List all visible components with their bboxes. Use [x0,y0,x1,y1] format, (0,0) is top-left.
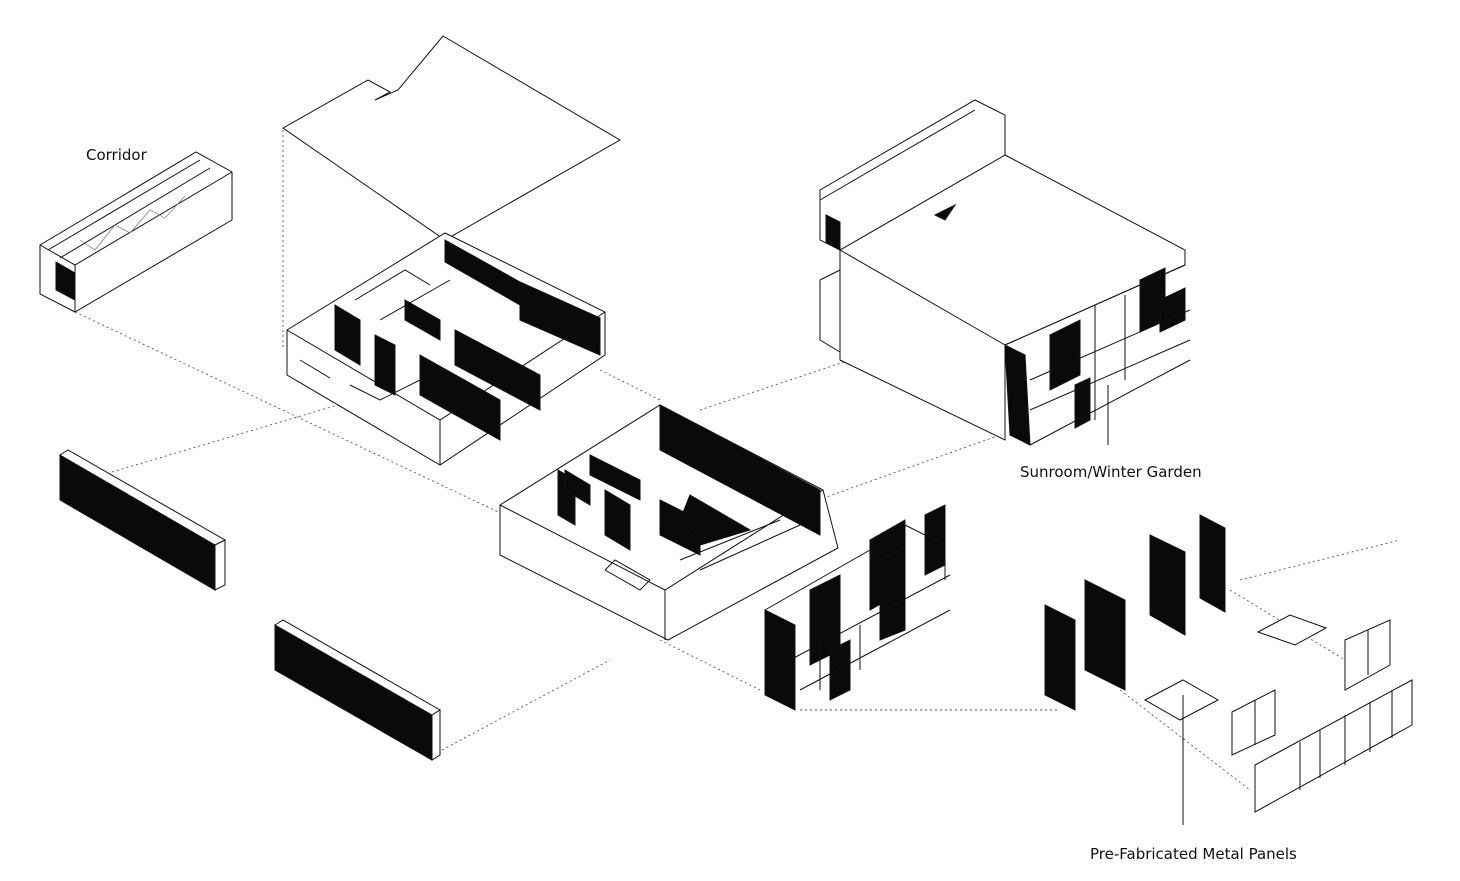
assembled-building [820,100,1190,445]
sunroom-label: Sunroom/Winter Garden [1020,463,1202,481]
metal-panels-label: Pre-Fabricated Metal Panels [1090,845,1297,863]
prefab-panels-group [1045,515,1412,825]
roof-plate [283,36,620,240]
sunroom-facade-assembly [765,505,950,710]
corridor-module [40,152,232,312]
corridor-label: Corridor [86,146,147,164]
ground-floor-module [500,405,838,640]
left-wall-panels [60,450,440,760]
upper-floor-module [287,233,605,465]
